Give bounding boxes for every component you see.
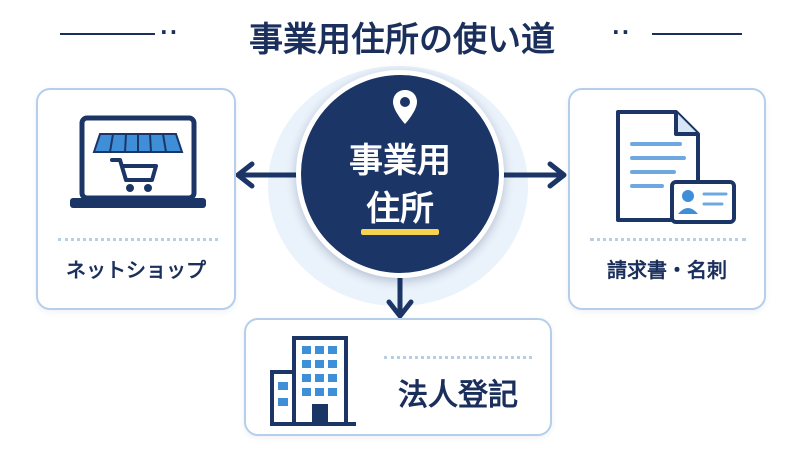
document-card-icon: [610, 108, 740, 228]
card-corporate-registration: 法人登記: [244, 318, 552, 436]
title-dots-right: ··: [612, 20, 632, 44]
center-label-line2: 住所: [366, 189, 434, 229]
title-line-left: [60, 33, 155, 35]
arrow-left-icon: [235, 161, 302, 189]
card-online-shop: ネットショップ: [36, 88, 236, 310]
card-label-shop: ネットショップ: [38, 254, 234, 284]
card-divider: [58, 238, 218, 241]
card-label-corp: 法人登記: [378, 370, 538, 415]
title-line-right: [652, 33, 742, 35]
laptop-shop-icon: [68, 112, 208, 222]
card-divider: [590, 238, 746, 241]
card-invoice-business-card: 請求書・名刺: [568, 88, 766, 310]
center-label-line1: 事業用: [349, 141, 451, 181]
title-dots-left: ··: [160, 20, 180, 44]
arrow-right-icon: [500, 161, 567, 189]
card-divider: [384, 356, 532, 359]
title-row: ·· 事業用住所の使い道 ··: [0, 8, 800, 60]
arrow-down-icon: [386, 274, 414, 319]
page-title: 事業用住所の使い道: [249, 20, 555, 60]
center-node: 事業用 住所: [296, 70, 504, 278]
building-icon: [270, 332, 360, 428]
card-label-invoice: 請求書・名刺: [570, 254, 764, 284]
map-pin-icon: [393, 90, 417, 124]
center-underline: [361, 229, 439, 235]
